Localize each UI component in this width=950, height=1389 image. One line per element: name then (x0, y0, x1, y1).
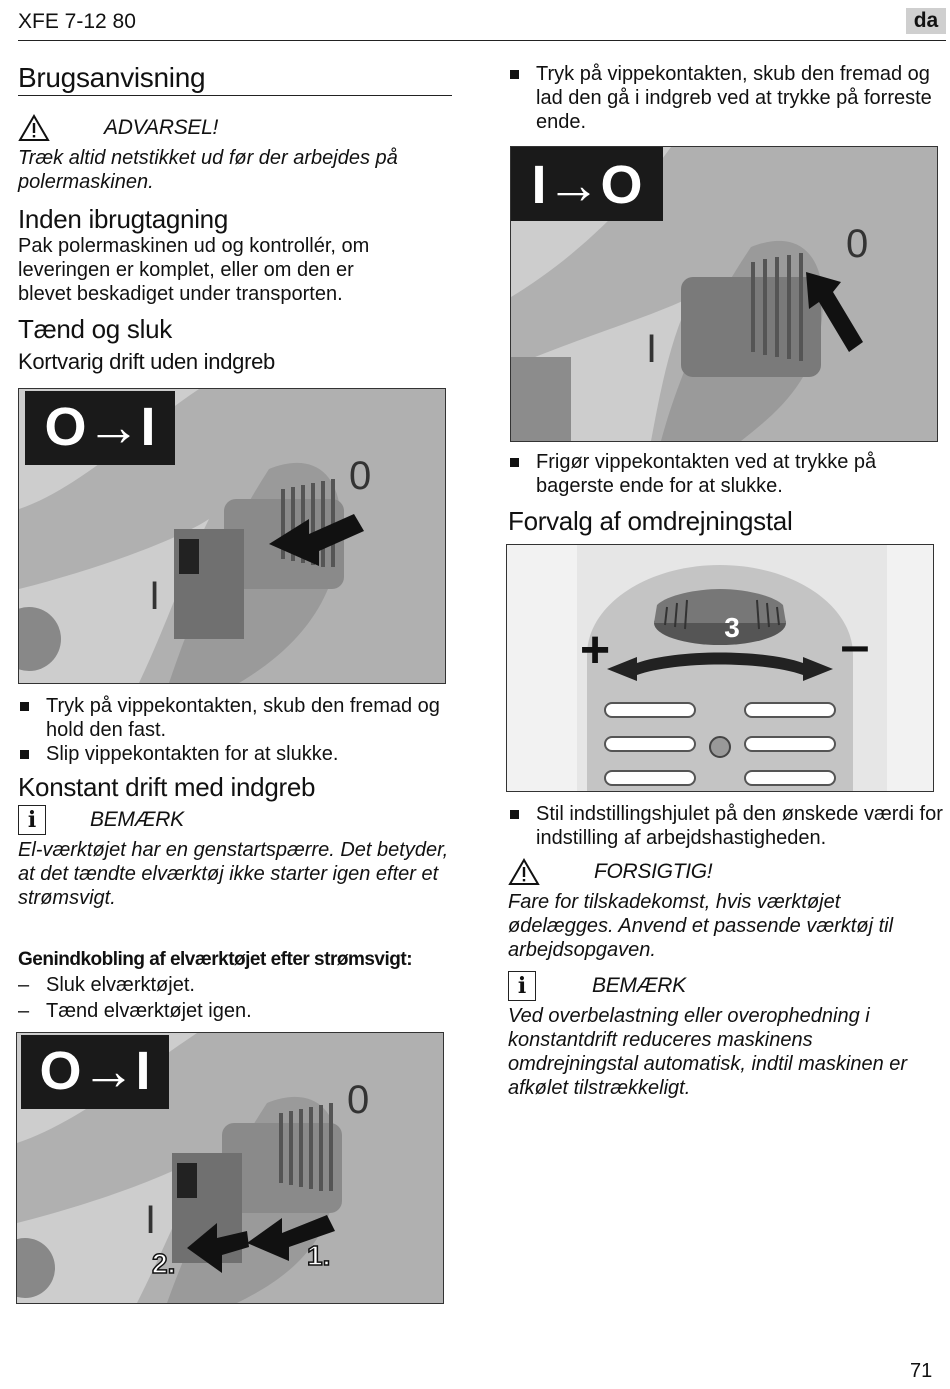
info-icon: i (18, 805, 46, 835)
list-item: Slip vippekontakten for at slukke. (18, 742, 458, 766)
svg-text:I: I (646, 327, 657, 371)
restart-steps: –Sluk elværktøjet. –Tænd elværktøjet ige… (18, 972, 458, 1024)
speed-preselection-heading: Forvalg af omdrejningstal (508, 506, 793, 536)
figure-speed-dial: 3 + – (506, 544, 934, 792)
caution-triangle-icon (508, 858, 540, 885)
warning-triangle-icon (18, 114, 50, 141)
list-item: Tryk på vippekontakten, skub den fremad … (508, 62, 946, 134)
note-text: El-værktøjet har en genstartspærre. Det … (18, 839, 449, 909)
continuous-operation-heading: Konstant drift med indgreb (18, 772, 316, 802)
release-bullets: Frigør vippekontakten ved at trykke på b… (508, 450, 946, 498)
caution-header: FORSIGTIG! (508, 854, 946, 890)
warning-label: ADVARSEL! (104, 116, 219, 139)
note2-label: BEMÆRK (592, 974, 686, 997)
caution-label: FORSIGTIG! (594, 860, 713, 883)
minus-symbol: – (841, 617, 870, 675)
svg-text:0: 0 (846, 222, 868, 266)
switch-symbol-on-off: I→O (531, 155, 642, 215)
header-rule (18, 40, 946, 41)
switch-symbol-off-on: O→I (44, 397, 155, 457)
note-header: i BEMÆRK (18, 802, 458, 838)
page-number: 71 (910, 1360, 933, 1382)
step-1-label: 1. (307, 1240, 330, 1271)
lock-bullets: Tryk på vippekontakten, skub den fremad … (508, 62, 946, 134)
step-2-label: 2. (152, 1248, 175, 1279)
warning-text: Træk altid netstikket ud før der arbejde… (18, 147, 398, 193)
page-title: Brugsanvisning (18, 62, 452, 96)
language-badge: da (906, 8, 946, 34)
on-off-heading: Tænd og sluk (18, 314, 172, 344)
note-label: BEMÆRK (90, 808, 184, 831)
info-icon: i (508, 971, 536, 1001)
note2-text: Ved overbelastning eller overophedning i… (508, 1005, 908, 1099)
list-item: –Sluk elværktøjet. (18, 974, 195, 996)
list-item: Tryk på vippekontakten, skub den fremad … (18, 694, 458, 742)
svg-text:0: 0 (347, 1078, 369, 1122)
switch-symbol-off-on-restart: O→I (39, 1041, 150, 1101)
left-column: Brugsanvisning ADVARSEL! Træk altid nets… (16, 62, 458, 1304)
list-item: Stil indstillingshjulet på den ønskede v… (508, 802, 946, 850)
document-model: XFE 7-12 80 (18, 10, 136, 33)
speed-bullets: Stil indstillingshjulet på den ønskede v… (508, 802, 946, 850)
figure-switch-restart: I 0 1. 2. O→I (16, 1032, 444, 1304)
momentary-bullets: Tryk på vippekontakten, skub den fremad … (18, 694, 458, 766)
note2-header: i BEMÆRK (508, 968, 946, 1004)
svg-text:I: I (149, 574, 160, 618)
restart-heading: Genindkobling af elværktøjet efter strøm… (18, 949, 413, 970)
speed-dial-value: 3 (724, 612, 740, 643)
before-use-text: Pak polermaskinen ud og kontrollér, om l… (18, 235, 370, 305)
caution-text: Fare for tilskadekomst, hvis værktøjet ø… (508, 891, 894, 961)
short-operation-heading: Kortvarig drift uden indgreb (18, 349, 275, 374)
plus-symbol: + (580, 621, 610, 679)
right-column: Tryk på vippekontakten, skub den fremad … (506, 62, 946, 1100)
svg-text:0: 0 (349, 454, 371, 498)
before-use-heading: Inden ibrugtagning (18, 204, 229, 234)
svg-text:I: I (145, 1198, 156, 1242)
list-item: –Tænd elværktøjet igen. (18, 1000, 252, 1022)
list-item: Frigør vippekontakten ved at trykke på b… (508, 450, 946, 498)
figure-switch-momentary: I 0 O→I (18, 388, 446, 684)
warning-header: ADVARSEL! (18, 110, 458, 146)
figure-switch-lock: I 0 I→O (510, 146, 938, 442)
